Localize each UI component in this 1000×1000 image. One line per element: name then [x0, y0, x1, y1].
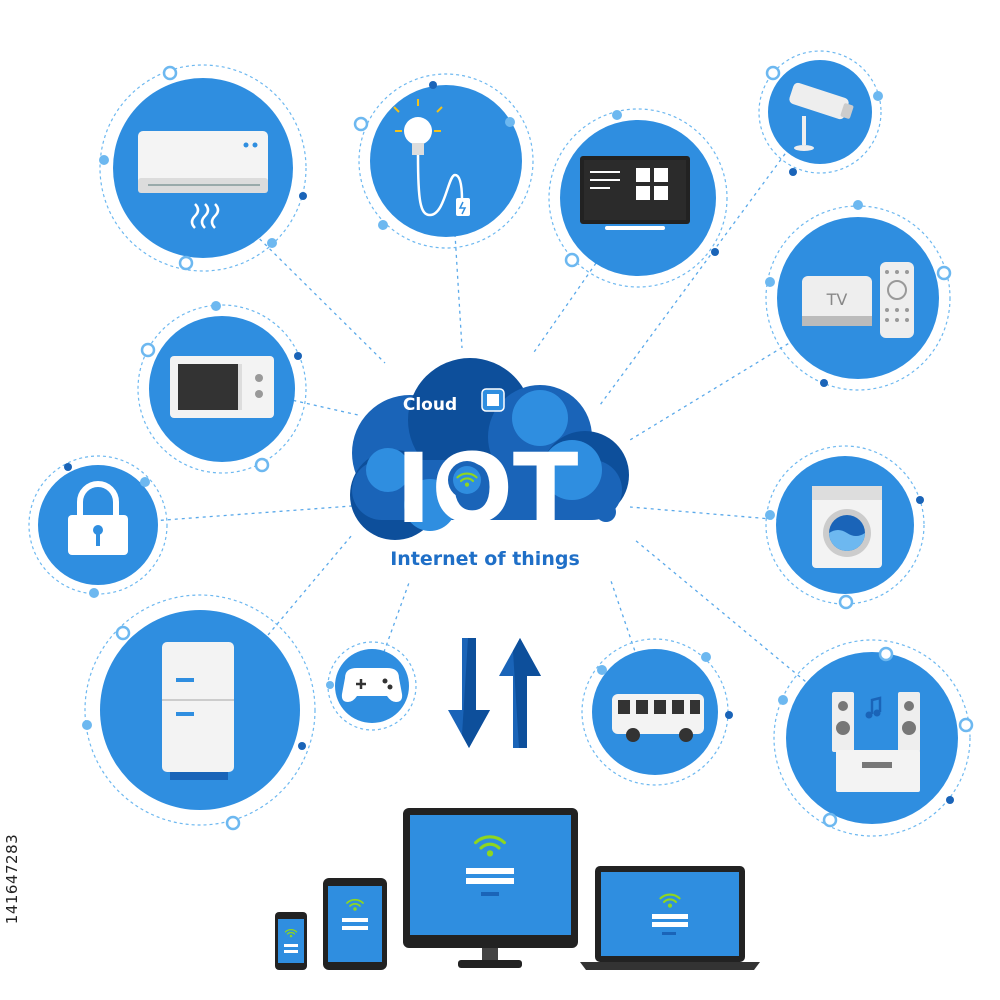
game-controller-icon	[341, 668, 403, 702]
microwave-node	[137, 301, 307, 474]
tablet-icon	[323, 878, 387, 970]
microwave-icon	[170, 356, 274, 418]
light-bulb-icon	[393, 99, 470, 217]
laptop-icon	[580, 866, 760, 970]
tv-box-remote-icon: TV	[802, 262, 914, 338]
padlock-icon	[68, 481, 128, 555]
bus-node	[581, 638, 733, 786]
smart-tv-node	[548, 108, 728, 288]
security-camera-icon	[789, 82, 854, 151]
tv-box-node: TV	[765, 200, 952, 391]
light-bulb-node	[353, 73, 534, 249]
padlock-node	[28, 455, 168, 598]
washing-machine-icon	[812, 486, 882, 568]
stock-id-text: 141647283	[3, 833, 21, 925]
cloud-label: Cloud	[403, 395, 457, 415]
air-conditioner-icon	[138, 131, 268, 229]
security-camera-node	[758, 50, 883, 176]
refrigerator-icon	[162, 642, 234, 780]
refrigerator-node	[82, 594, 316, 831]
tagline: Internet of things	[390, 548, 580, 570]
tv-box-label: TV	[826, 290, 848, 309]
iot-cloud-hub: Cloud IOT	[350, 358, 629, 545]
game-controller-node	[326, 641, 417, 731]
wifi-badge	[448, 461, 486, 499]
desktop-monitor-icon	[403, 808, 578, 968]
smartphone-icon	[275, 912, 307, 970]
stereo-speakers-node	[773, 639, 974, 837]
bus-icon	[612, 694, 704, 742]
stereo-speakers-icon	[832, 692, 920, 792]
air-conditioner-node	[99, 64, 307, 272]
chip-icon	[481, 388, 505, 412]
transfer-arrows-icon	[448, 638, 541, 748]
smart-tv-icon	[580, 156, 690, 230]
washing-machine-node	[765, 445, 925, 610]
iot-title: IOT	[396, 433, 579, 545]
